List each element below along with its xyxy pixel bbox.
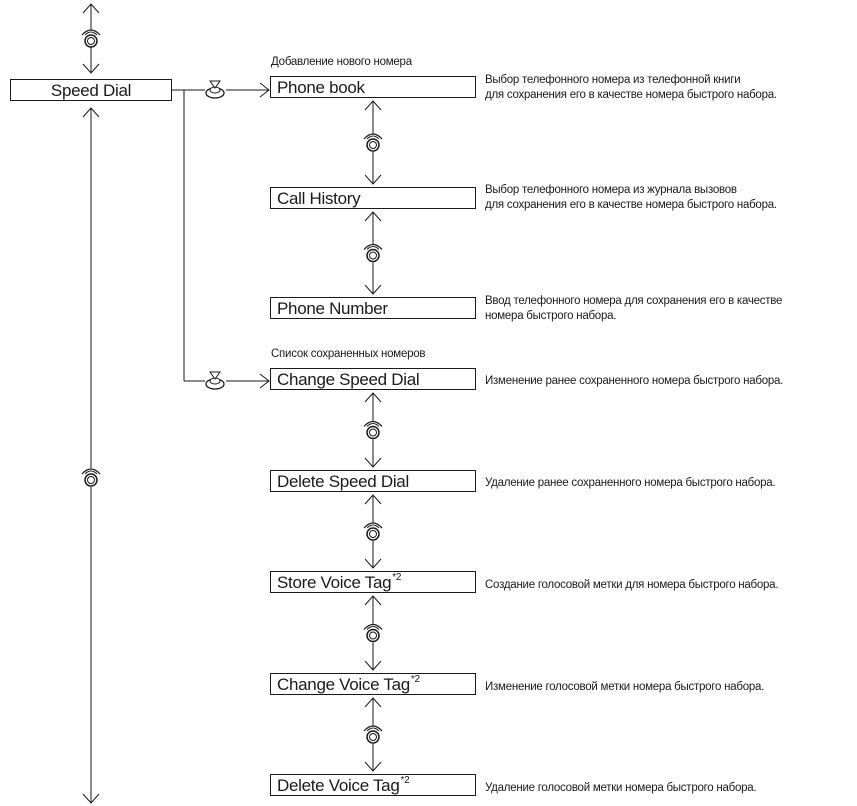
press-knob-icon xyxy=(205,371,225,390)
menu-item-box: Change Speed Dial xyxy=(270,368,476,390)
arrow-right-head xyxy=(259,373,270,389)
menu-item-description: Изменение ранее сохраненного номера быст… xyxy=(485,374,783,389)
footnote-marker: *2 xyxy=(400,775,410,786)
section-heading-add-new: Добавление нового номера xyxy=(271,56,412,68)
description-line: Изменение голосовой метки номера быстрог… xyxy=(485,681,765,693)
menu-item-box: Change Voice Tag*2 xyxy=(270,673,476,695)
arrow-down-head xyxy=(364,174,382,185)
menu-item-description: Выбор телефонного номера из журнала вызо… xyxy=(485,183,777,213)
menu-item-box: Phone book xyxy=(270,76,476,98)
arrow-up-head xyxy=(364,595,382,606)
menu-item-box: Phone Number xyxy=(270,297,476,319)
description-line: Ввод телефонного номера для сохранения е… xyxy=(485,295,783,307)
description-line: Удаление голосовой метки номера быстрого… xyxy=(485,782,757,794)
menu-item-description: Удаление ранее сохраненного номера быстр… xyxy=(485,476,776,491)
rotate-knob-icon xyxy=(363,420,383,440)
arrow-up-head xyxy=(364,392,382,403)
description-line: Создание голосовой метки для номера быст… xyxy=(485,579,779,591)
rotate-knob-icon xyxy=(363,623,383,643)
rotate-knob-icon xyxy=(81,29,101,48)
speed-dial-label: Speed Dial xyxy=(50,81,132,100)
menu-item-description: Удаление голосовой метки номера быстрого… xyxy=(485,781,757,796)
rotate-knob-icon xyxy=(363,133,383,152)
menu-item-box: Store Voice Tag*2 xyxy=(270,571,476,593)
description-line: для сохранения его в качестве номера быс… xyxy=(485,199,777,211)
menu-item-label: Store Voice Tag xyxy=(277,573,392,592)
menu-item-label: Call History xyxy=(277,189,361,208)
arrow-down-head xyxy=(364,761,382,772)
description-line: Выбор телефонного номера из телефонной к… xyxy=(485,74,741,86)
menu-item-box: Delete Voice Tag*2 xyxy=(270,774,476,796)
arrow-down-head xyxy=(82,63,100,74)
description-line: Изменение ранее сохраненного номера быст… xyxy=(485,375,784,387)
menu-item-label: Phone book xyxy=(277,78,365,97)
menu-item-description: Создание голосовой метки для номера быст… xyxy=(485,578,779,593)
arrow-down-head xyxy=(364,558,382,569)
menu-item-description: Ввод телефонного номера для сохранения е… xyxy=(485,294,782,324)
menu-item-label: Change Speed Dial xyxy=(277,370,420,389)
menu-item-description: Изменение голосовой метки номера быстрог… xyxy=(485,680,764,695)
arrow-up-head xyxy=(364,211,382,222)
arrow-up-head xyxy=(364,100,382,111)
arrow-down-head xyxy=(82,793,100,804)
menu-item-label: Change Voice Tag xyxy=(277,675,410,694)
description-line: Выбор телефонного номера из журнала вызо… xyxy=(485,184,737,196)
arrow-up-head xyxy=(364,494,382,505)
rotate-knob-icon xyxy=(81,468,101,487)
description-line: Удаление ранее сохраненного номера быстр… xyxy=(485,477,776,489)
description-line: номера быстрого набора. xyxy=(485,310,617,322)
press-knob-icon xyxy=(205,80,225,99)
menu-item-description: Выбор телефонного номера из телефонной к… xyxy=(485,73,777,103)
menu-item-label: Delete Voice Tag xyxy=(277,776,400,795)
arrow-up-head xyxy=(82,107,100,118)
footnote-marker: *2 xyxy=(392,572,402,583)
speed-dial-box: Speed Dial xyxy=(10,79,172,101)
arrow-down-head xyxy=(364,284,382,295)
rotate-knob-icon xyxy=(363,522,383,541)
rotate-knob-icon xyxy=(363,725,383,744)
arrow-down-head xyxy=(364,457,382,468)
rotate-knob-icon xyxy=(363,243,383,263)
footnote-marker: *2 xyxy=(410,674,420,685)
menu-item-box: Delete Speed Dial xyxy=(270,470,476,492)
arrow-right-head xyxy=(259,82,270,98)
description-line: для сохранения его в качестве номера быс… xyxy=(485,89,777,101)
menu-item-label: Phone Number xyxy=(277,299,388,318)
arrow-down-head xyxy=(364,660,382,671)
menu-item-box: Call History xyxy=(270,187,476,209)
menu-item-label: Delete Speed Dial xyxy=(277,472,409,491)
section-heading-saved-list: Список сохраненных номеров xyxy=(271,348,426,360)
arrow-up-head xyxy=(82,3,100,14)
arrow-up-head xyxy=(364,697,382,708)
